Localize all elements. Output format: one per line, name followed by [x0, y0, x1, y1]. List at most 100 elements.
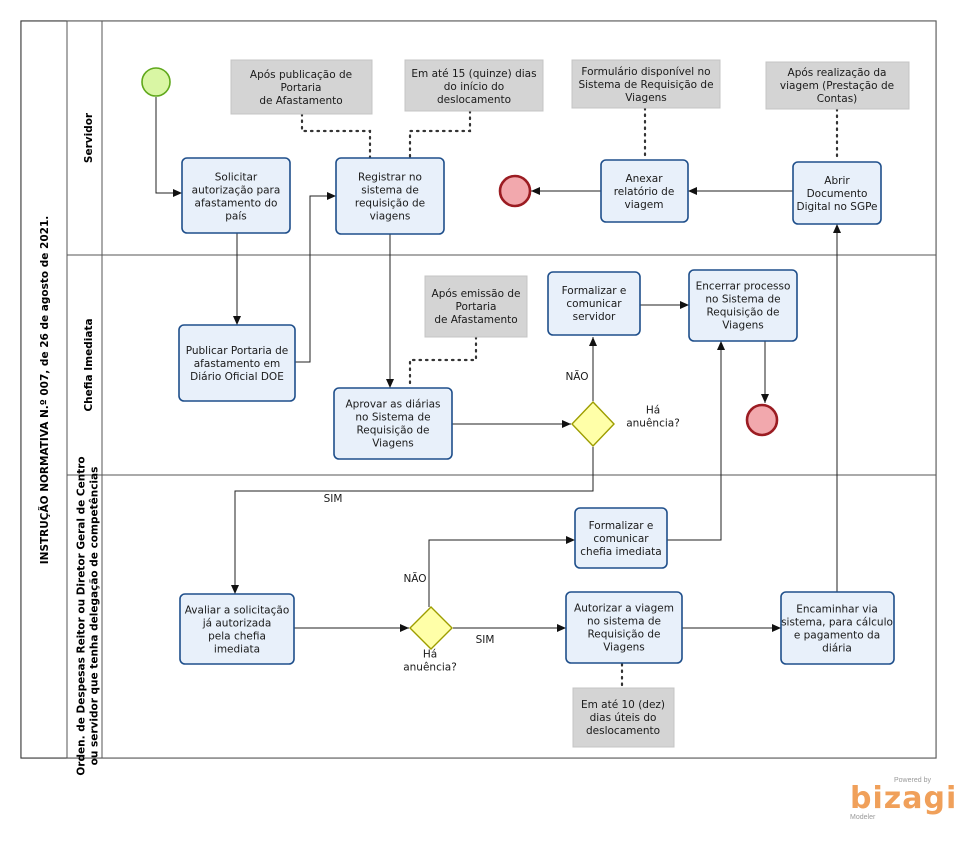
powered-by-label: Powered by: [894, 777, 931, 784]
text-line: viagens: [370, 211, 411, 223]
start-event[interactable]: [141, 67, 171, 97]
text-line: já autorizada: [202, 618, 272, 630]
pool-header: [20, 20, 68, 759]
text-line: Avaliar a solicitação: [185, 605, 290, 617]
text-line: dias úteis do: [590, 712, 657, 724]
text-line: sistema de: [361, 185, 419, 197]
gateway-anuencia-chefia[interactable]: [571, 400, 615, 448]
flow-label-nao-chefia: NÃO: [565, 370, 588, 383]
text-line: requisição de: [355, 198, 425, 210]
text-line: Viagens: [625, 92, 667, 104]
text-line: Em até 15 (quinze) dias: [411, 68, 536, 80]
lane-label-servidor: Servidor: [83, 112, 95, 163]
text-line: sistema, para cálculo: [781, 617, 893, 629]
pool-title: INSTRUÇÃO NORMATIVA N.º 007, de 26 de ag…: [38, 216, 51, 565]
text-line: Chefia Imediata: [83, 318, 95, 411]
text-block: Orden. de Despesas Reitor ou Diretor Ger…: [76, 456, 101, 775]
text-line: Servidor: [83, 112, 95, 163]
text-line: no sistema de: [587, 616, 661, 628]
text-line: Há: [423, 649, 437, 661]
text-line: no Sistema de: [705, 294, 780, 306]
text-line: Há: [646, 405, 660, 417]
text-line: Solicitar: [215, 172, 258, 184]
text-line: chefia imediata: [580, 546, 661, 558]
text-line: no Sistema de: [355, 412, 430, 424]
gateway-anuencia-ordenador[interactable]: [409, 606, 453, 650]
sequence-flows: [155, 97, 841, 632]
text-line: Formalizar e: [562, 285, 627, 297]
text-line: Contas): [817, 93, 858, 105]
text-line: Sistema de Requisição de: [578, 79, 713, 91]
text-line: Requisição de: [706, 307, 779, 319]
text-line: de Afastamento: [434, 314, 517, 326]
text-line: Orden. de Despesas Reitor ou Diretor Ger…: [76, 456, 88, 775]
text-line: Formulário disponível no: [581, 66, 710, 78]
text-line: Aprovar as diárias: [345, 399, 440, 411]
text-line: Após realização da: [788, 67, 887, 79]
text-line: anuência?: [403, 662, 457, 674]
text-line: Encerrar processo: [696, 281, 791, 293]
annotation-associations: [300, 106, 839, 690]
end-event-servidor[interactable]: [498, 174, 532, 208]
text-line: Diário Oficial DOE: [190, 371, 284, 383]
text-line: Documento: [807, 188, 868, 200]
text-line: pela chefia: [208, 631, 266, 643]
text-line: relatório de: [614, 186, 675, 198]
text-line: comunicar: [593, 533, 649, 545]
text-line: Encaminhar via: [796, 604, 878, 616]
text-line: Formalizar e: [589, 520, 654, 532]
flow-label-sim-ordenador: SIM: [476, 634, 495, 646]
text-line: diária: [822, 643, 852, 655]
text-line: Portaria: [456, 301, 497, 313]
text-line: Após emissão de: [432, 288, 521, 300]
text-line: comunicar: [566, 298, 622, 310]
text-line: autorização para: [192, 185, 281, 197]
text-line: imediata: [214, 644, 260, 656]
text-line: Após publicação de: [250, 69, 352, 81]
lane-label-chefia: Chefia Imediata: [83, 318, 95, 411]
bizagi-wordmark: bizagi: [850, 781, 956, 816]
text-line: viagem (Prestação de: [780, 80, 894, 92]
text-line: Viagens: [603, 642, 645, 654]
bizagi-logo: Powered by bizagi Modeler: [842, 777, 956, 825]
text-line: servidor: [573, 311, 616, 323]
text-line: Requisição de: [587, 629, 660, 641]
flow-label-nao-ordenador: NÃO: [403, 572, 426, 585]
text-line: Requisição de: [356, 425, 429, 437]
text-line: Digital no SGPe: [796, 201, 877, 213]
end-event-chefia[interactable]: [745, 403, 779, 437]
